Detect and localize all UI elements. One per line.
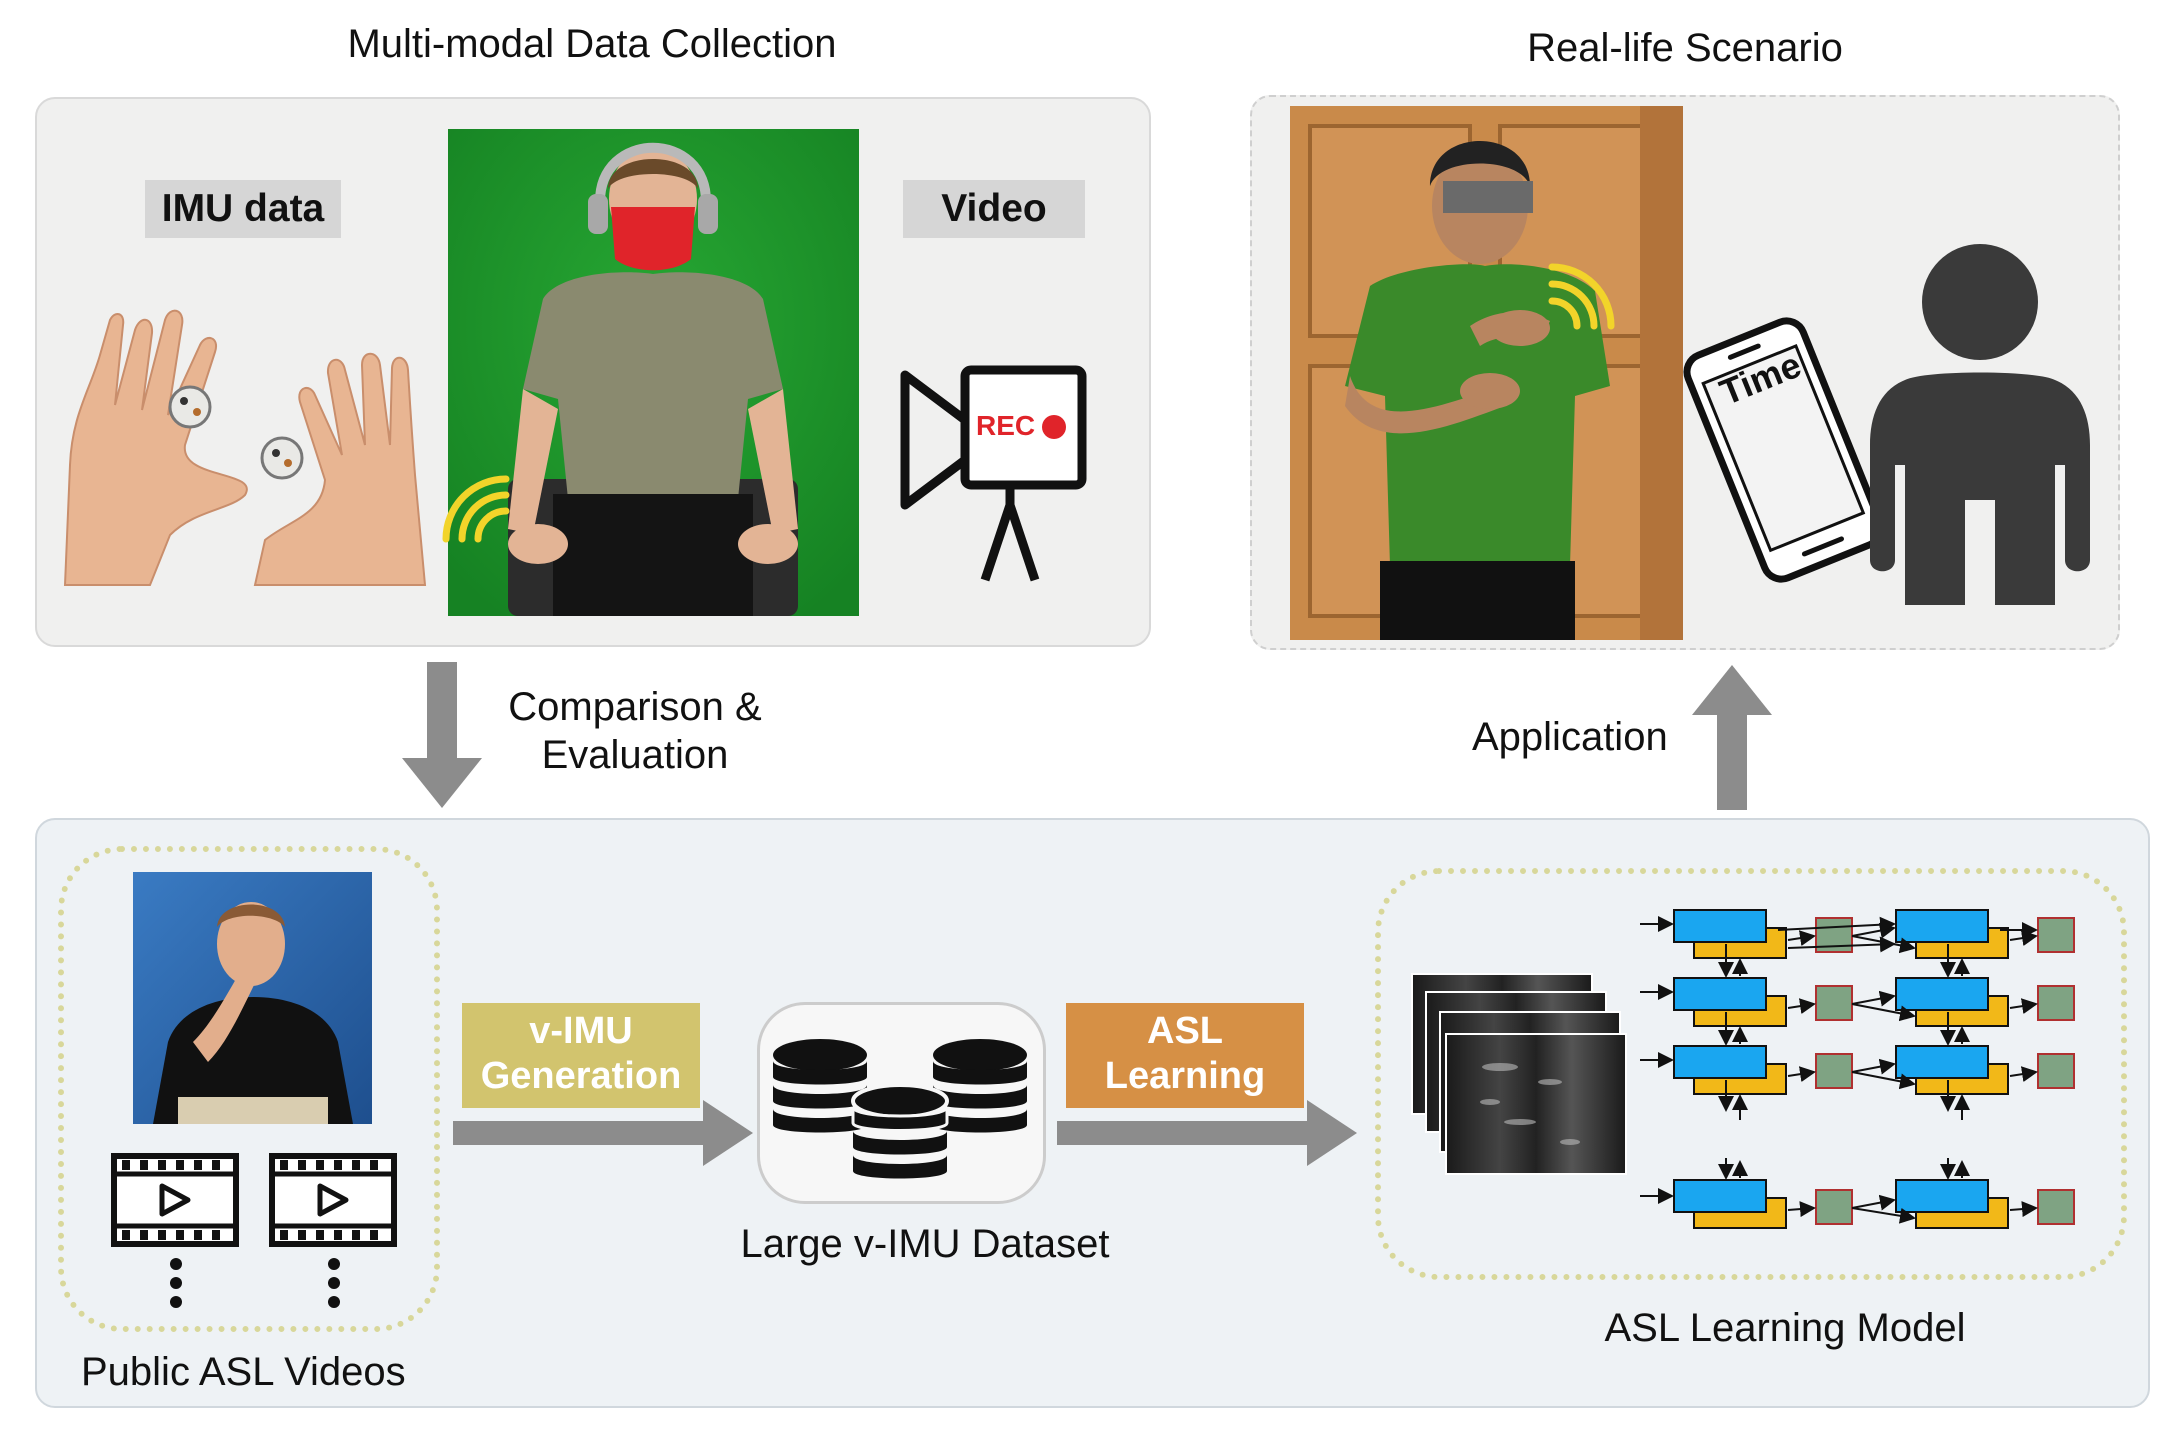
asl-signer-photo [133,872,372,1124]
video-camera-icon [900,365,1087,582]
asl-model-group [1375,868,2127,1280]
asl-learning-box: ASL Learning [1066,1003,1304,1108]
vimu-generation-line2: Generation [480,1055,682,1097]
up-arrow [1692,665,1772,810]
comparison-label: Comparison & [508,685,762,729]
database-icon [773,1039,1027,1179]
imu-spectrogram-stack [1411,973,1627,1175]
person-icon [1870,244,2090,605]
ring-sensor-icon [168,385,304,480]
flow-arrow [453,1100,753,1166]
green-screen-photo [442,129,859,616]
dataset-label: Large v-IMU Dataset [740,1222,1110,1266]
video-file-icon [269,1153,397,1247]
smartphone-icon [1683,317,1885,583]
more-dots-icon [328,1258,340,1308]
rec-label: REC [976,410,1036,441]
rnn-architecture-diagram [1640,909,2075,1229]
asl-model-label: ASL Learning Model [1604,1306,1966,1350]
vimu-generation-line1: v-IMU [529,1010,633,1052]
more-dots-icon [170,1258,182,1308]
down-arrow [402,662,482,808]
scenario-title: Real-life Scenario [1527,26,1843,70]
real-life-signer-photo [1290,106,1683,640]
imu-data-tag: IMU data [145,180,341,238]
public-videos-group [58,846,440,1332]
evaluation-label: Evaluation [541,733,729,777]
flow-arrow [1057,1100,1357,1166]
video-tag: Video [903,180,1085,238]
application-label: Application [1472,715,1668,759]
wireless-signal-icon [442,475,510,543]
collection-title: Multi-modal Data Collection [347,22,837,66]
wireless-signal-icon [1548,263,1615,330]
hands-with-rings-illustration [63,309,427,586]
asl-learning-line2: Learning [1104,1055,1266,1097]
vimu-generation-box: v-IMU Generation [462,1003,700,1108]
asl-learning-line1: ASL [1147,1010,1223,1052]
video-file-icon [111,1153,239,1247]
public-videos-label: Public ASL Videos [81,1350,406,1394]
